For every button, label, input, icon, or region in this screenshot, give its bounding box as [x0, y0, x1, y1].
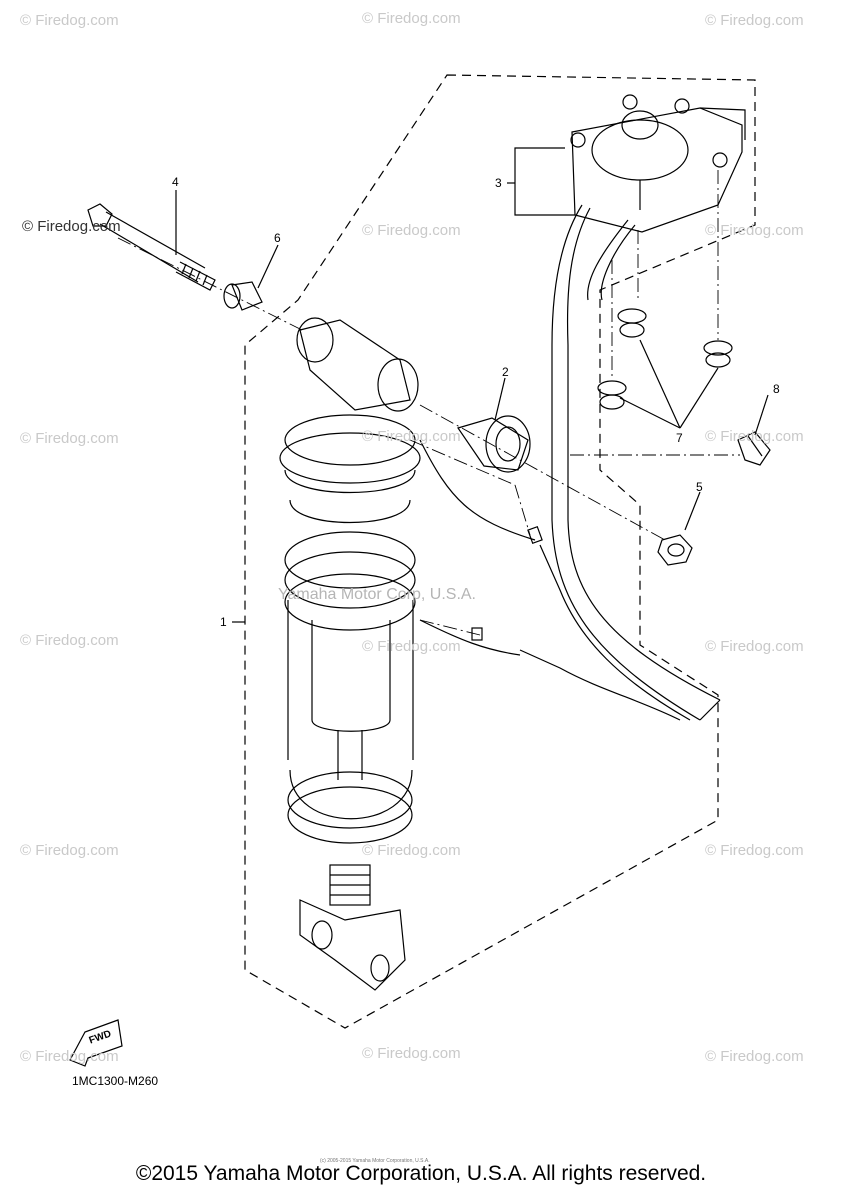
watermark: © Firedog.com	[362, 10, 461, 27]
cable-lines	[419, 439, 691, 721]
watermark: © Firedog.com	[20, 12, 119, 29]
collar-part	[223, 281, 263, 311]
diagram-code: 1MC1300-M260	[72, 1074, 159, 1088]
callout-2: 2	[502, 365, 509, 379]
copyright-footer: ©2015 Yamaha Motor Corporation, U.S.A. A…	[135, 1162, 707, 1185]
callout-1: 1	[220, 615, 227, 629]
watermark: © Firedog.com	[22, 218, 121, 235]
adjuster-part	[570, 94, 746, 233]
footer-small-print: (c) 2005-2015 Yamaha Motor Corporation, …	[320, 1158, 430, 1164]
leader-lines	[117, 170, 740, 636]
callout-6: 6	[274, 231, 281, 245]
watermark: © Firedog.com	[362, 222, 461, 239]
watermark: © Firedog.com	[705, 638, 804, 655]
center-watermark: Yamaha Motor Corp, U.S.A.	[278, 586, 476, 603]
bushing-part	[457, 415, 531, 473]
assembly-boundary	[244, 74, 756, 1029]
watermark: © Firedog.com	[705, 1048, 804, 1065]
clamp-part	[737, 431, 771, 466]
watermark: © Firedog.com	[705, 428, 804, 445]
watermark: © Firedog.com	[20, 842, 119, 859]
watermark: © Firedog.com	[362, 428, 461, 445]
grommet-parts	[597, 308, 733, 410]
watermark: © Firedog.com	[705, 12, 804, 29]
hose-lines	[551, 204, 721, 721]
callout-3-bracket	[514, 147, 575, 216]
shock-absorber-part	[279, 317, 421, 991]
watermark: © Firedog.com	[362, 842, 461, 859]
watermark: © Firedog.com	[20, 632, 119, 649]
nut-part	[657, 534, 693, 566]
callout-3: 3	[495, 176, 502, 190]
watermark: © Firedog.com	[362, 1045, 461, 1062]
watermark: © Firedog.com	[20, 1048, 119, 1065]
watermark: © Firedog.com	[705, 842, 804, 859]
watermark: © Firedog.com	[705, 222, 804, 239]
callout-8: 8	[773, 382, 780, 396]
watermark: © Firedog.com	[20, 430, 119, 447]
callout-5: 5	[696, 480, 703, 494]
watermark: © Firedog.com	[362, 638, 461, 655]
bolt-part	[87, 203, 216, 291]
fwd-arrow-icon	[69, 1019, 123, 1067]
callout-4: 4	[172, 175, 179, 189]
callout-7: 7	[676, 431, 683, 445]
